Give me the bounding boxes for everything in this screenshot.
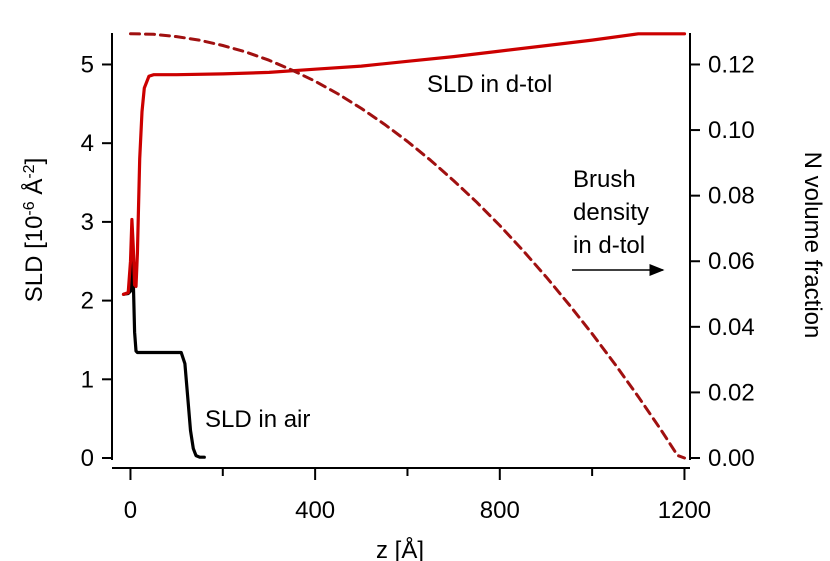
x-tick-label: 1200 bbox=[658, 497, 711, 524]
x-tick-label: 400 bbox=[295, 497, 335, 524]
left-y-tick-label: 4 bbox=[81, 130, 94, 157]
series-layer bbox=[121, 32, 687, 460]
series-line-sld-in-d-tol bbox=[121, 32, 687, 296]
left-axis-title-sup1: -6 bbox=[21, 201, 38, 215]
annotation-brush-line1: Brush bbox=[573, 166, 636, 193]
left-y-tick-label: 5 bbox=[81, 51, 94, 78]
x-axis-title: z [Å] bbox=[376, 536, 424, 561]
left-axis-title-end: ] bbox=[21, 158, 48, 165]
left-y-tick-label: 1 bbox=[81, 366, 94, 393]
annotation-sld-dtol: SLD in d-tol bbox=[427, 71, 552, 98]
left-y-tick-label: 2 bbox=[81, 288, 94, 315]
left-axis-title-mid: Å bbox=[20, 179, 48, 202]
left-y-tick-label: 3 bbox=[81, 209, 94, 236]
right-y-tick-label: 0.10 bbox=[708, 117, 755, 144]
right-y-tick-label: 0.02 bbox=[708, 379, 755, 406]
right-y-tick-label: 0.06 bbox=[708, 248, 755, 275]
x-tick-label: 800 bbox=[480, 497, 520, 524]
right-y-tick-label: 0.00 bbox=[708, 445, 755, 472]
right-axis-title: N volume fraction bbox=[799, 152, 826, 339]
right-y-tick-label: 0.04 bbox=[708, 314, 755, 341]
right-y-tick-label: 0.12 bbox=[708, 51, 755, 78]
right-y-tick-label: 0.08 bbox=[708, 183, 755, 210]
left-axis-title-sup2: -2 bbox=[21, 164, 38, 178]
left-axis-title-main: SLD [10 bbox=[21, 216, 48, 303]
left-y-tick-label: 0 bbox=[81, 445, 94, 472]
left-axis-title: SLD [10-6 Å-2] bbox=[20, 158, 48, 303]
annotation-brush-line2: density bbox=[573, 199, 649, 226]
series-line-brush-density-in-d-tol bbox=[129, 32, 686, 460]
annotation-brush-line3: in d-tol bbox=[573, 232, 645, 259]
annotation-sld-air: SLD in air bbox=[205, 406, 310, 433]
x-tick-label: 0 bbox=[124, 497, 137, 524]
axes: 0 400 800 1200 0 1 2 3 4 5 0.00 0.02 0.04 0.06 0.08 0.1… bbox=[81, 33, 755, 524]
